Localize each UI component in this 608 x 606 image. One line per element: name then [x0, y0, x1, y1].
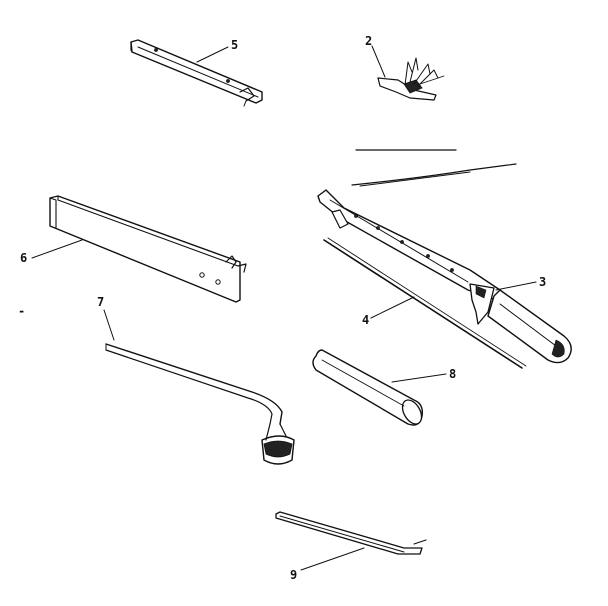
part-6-panel-bracket: [49, 195, 247, 303]
part-3-rail-handle: [317, 189, 572, 364]
leader-line-3: [495, 281, 537, 291]
scratch-lines: [351, 149, 517, 187]
part-5-channel-bracket: [130, 39, 263, 107]
part-7-bent-rod: [105, 343, 295, 465]
callout-8: 8: [449, 367, 456, 381]
stray-mark: -: [18, 304, 25, 318]
leader-line-6: [31, 239, 83, 259]
callout-6: 6: [20, 251, 27, 265]
leader-line-7: [103, 309, 115, 341]
leader-line-9: [300, 547, 365, 571]
callout-7: 7: [97, 295, 104, 309]
callout-9: 9: [290, 568, 297, 582]
callout-5: 5: [231, 38, 238, 52]
leader-line-5: [196, 46, 229, 63]
callout-2: 2: [365, 34, 372, 48]
part-9-flat-strip: [275, 511, 427, 555]
leader-line-2: [371, 45, 386, 78]
leader-line-4: [370, 296, 415, 319]
callout-3: 3: [539, 275, 546, 289]
part-2-spring-clip: [377, 57, 445, 101]
callout-4: 4: [362, 313, 369, 327]
part-4-threaded-rod: [323, 237, 527, 369]
part-8-cylinder: [312, 349, 424, 426]
leader-line-8: [391, 373, 447, 383]
